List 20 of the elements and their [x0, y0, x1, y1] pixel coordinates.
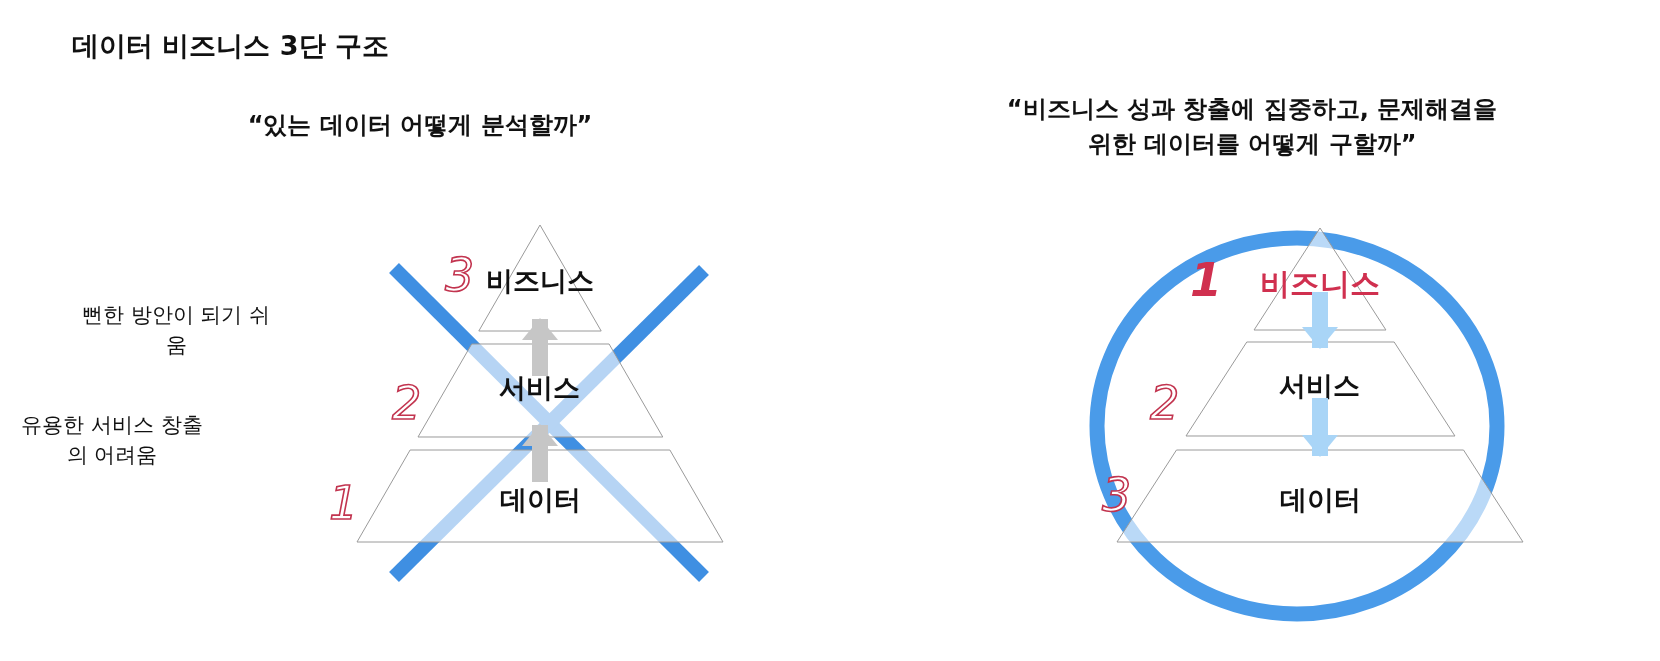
callout-number: 2: [1150, 378, 1180, 428]
tier-label: 데이터: [1278, 484, 1362, 516]
callout-number: 1: [329, 478, 359, 528]
arrow: [1302, 398, 1338, 457]
arrow: [522, 424, 558, 482]
arrow: [1302, 292, 1338, 349]
callout-number: 3: [445, 250, 475, 300]
tier-label: 서비스: [498, 372, 582, 404]
tier-label: 비즈니스: [1259, 268, 1381, 300]
tier-label: 데이터: [498, 484, 582, 516]
quote-text: “있는 데이터 어떻게 분석할까”: [246, 110, 594, 141]
tier-label: 서비스: [1278, 370, 1362, 402]
title: 데이터 비즈니스 3단 구조: [72, 29, 389, 63]
arrow: [522, 318, 558, 376]
callout-number: 2: [392, 378, 422, 428]
note-text: 뻔한 방안이 되기 쉬움: [81, 302, 271, 360]
quote-text: “비즈니스 성과 창출에 집중하고, 문제해결을 위한 데이터를 어떻게 구할까”: [1005, 94, 1499, 160]
note-text: 유용한 서비스 창출의 어려움: [20, 412, 204, 470]
callout-number: 1: [1190, 255, 1222, 305]
tier-label: 비즈니스: [485, 265, 595, 297]
